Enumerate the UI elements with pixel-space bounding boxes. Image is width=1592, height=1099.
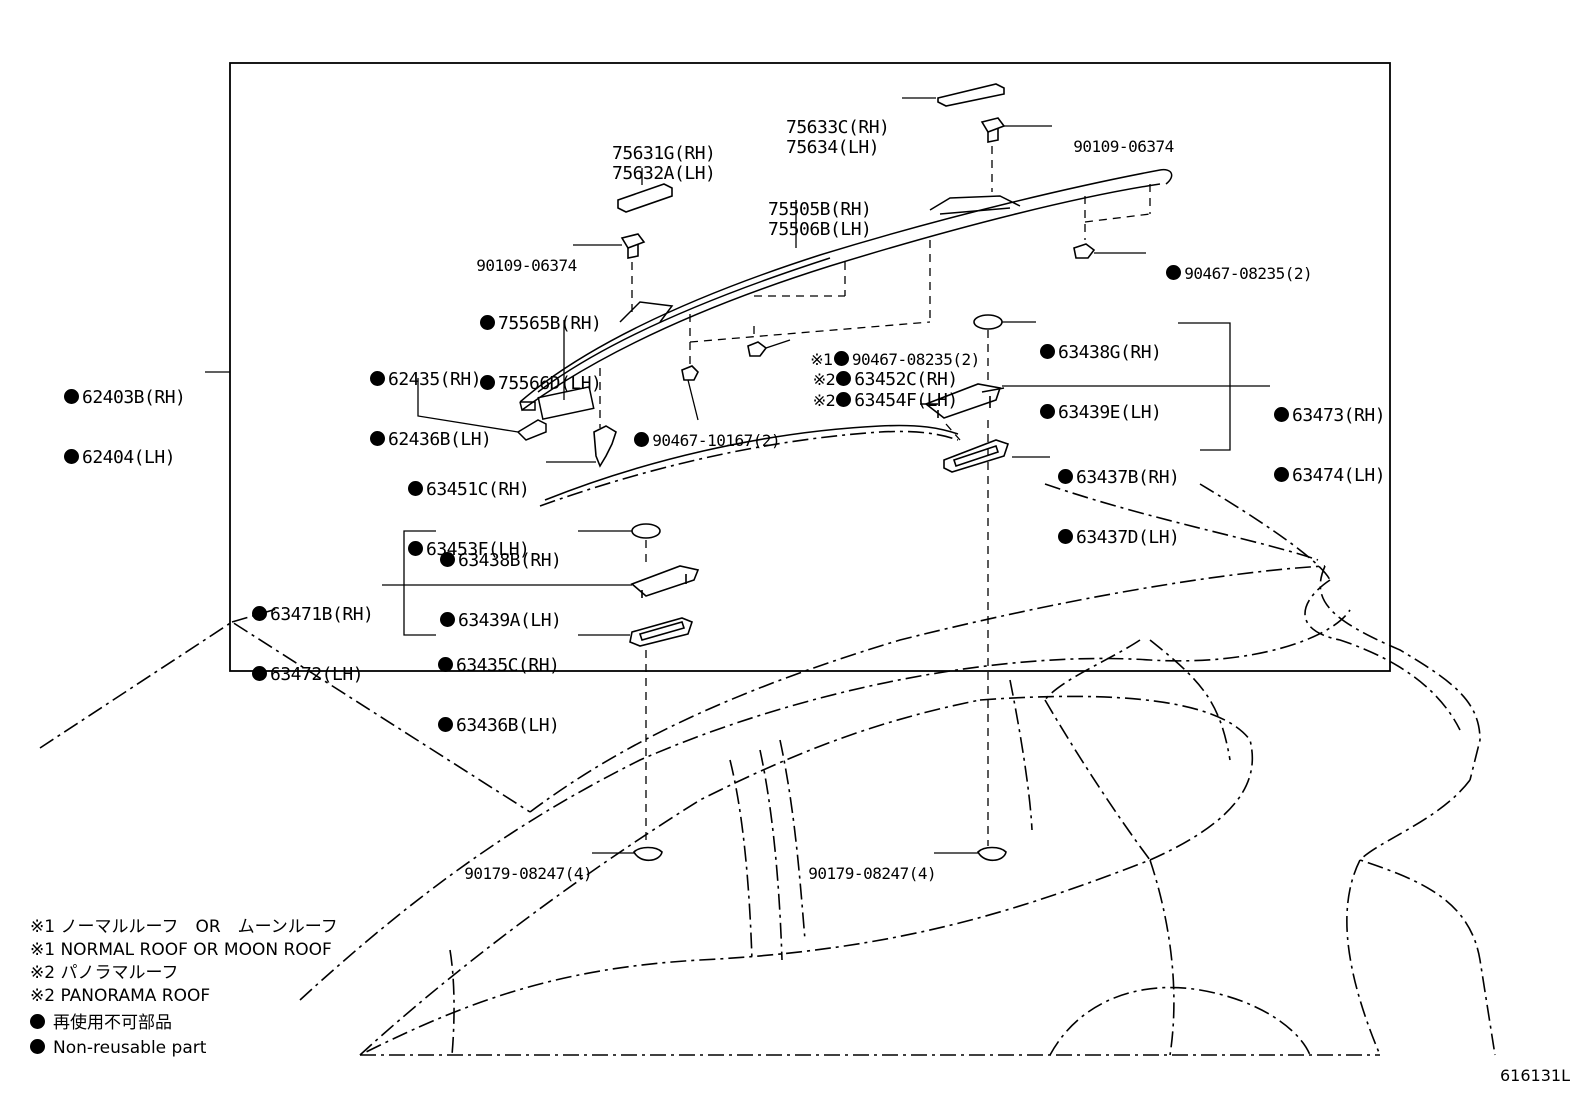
cover-75633-illustration [937, 83, 1005, 107]
assembly-dashed-lines [599, 146, 1151, 846]
non-reusable-dot [1058, 469, 1073, 484]
part-label-90179-left: 90179-08247(4) [464, 864, 593, 883]
part-label-90179-right: 90179-08247(4) [808, 864, 937, 883]
non-reusable-dot [1058, 529, 1073, 544]
non-reusable-dot [833, 351, 849, 366]
non-reusable-dot [440, 612, 455, 627]
non-reusable-dot [1040, 404, 1055, 419]
non-reusable-dot [480, 315, 495, 330]
non-reusable-dot [370, 371, 385, 386]
bezel-63435-illustration [629, 617, 693, 647]
non-reusable-dot [438, 717, 453, 732]
legend-dot-en: Non-reusable part [30, 1038, 206, 1058]
non-reusable-dot [836, 371, 852, 386]
part-label-62403: 62403B(RH) 62404(LH) [64, 348, 186, 488]
part-label-75505: 75505B(RH)75506B(LH) [768, 199, 872, 240]
non-reusable-dot [64, 389, 79, 404]
part-label-90109-left: 90109-06374 [476, 256, 577, 275]
non-reusable-dot [1274, 407, 1289, 422]
part-label-63437: 63437B(RH) 63437D(LH) [1058, 428, 1180, 568]
non-reusable-dot [30, 1014, 45, 1029]
leader-lines [205, 97, 1270, 854]
non-reusable-dot [370, 431, 385, 446]
illustration-reference-number: 616131L [1500, 1066, 1570, 1085]
legend-kome2-jp: ※2 パノラマルーフ [30, 963, 179, 983]
cover-75631-illustration [617, 183, 673, 213]
clip-63451-illustration [593, 425, 617, 468]
non-reusable-dot [836, 392, 852, 407]
detail-frame [229, 62, 1391, 672]
part-label-63438g: 63438G(RH) 63439E(LH) [1040, 303, 1162, 443]
base-63473-illustration [920, 383, 1005, 419]
legend-kome1-en: ※1 NORMAL ROOF OR MOON ROOF [30, 940, 332, 960]
legend-dot-jp: 再使用不可部品 [30, 1013, 172, 1033]
bezel-63437-illustration [943, 439, 1010, 473]
part-label-75565: 75565B(RH) 75566D(LH) [480, 274, 602, 414]
part-label-75631: 75631G(RH)75632A(LH) [612, 143, 716, 184]
non-reusable-dot [634, 432, 650, 447]
part-label-63435: 63435C(RH) 63436B(LH) [438, 616, 560, 756]
nut-illustrations [633, 243, 1096, 862]
part-label-75633: 75633C(RH)75634(LH) [786, 117, 890, 158]
non-reusable-dot [252, 666, 267, 681]
part-label-63438b: 63438B(RH) 63439A(LH) [440, 511, 562, 651]
non-reusable-dot [252, 606, 267, 621]
vehicle-body-outline [39, 483, 1496, 1056]
base-63471-illustration [630, 565, 700, 598]
non-reusable-dot [1166, 265, 1182, 280]
legend-kome1-jp: ※1 ノーマルルーフ OR ムーンルーフ [30, 917, 338, 937]
non-reusable-dot [1040, 344, 1055, 359]
non-reusable-dot [408, 481, 423, 496]
non-reusable-dot [480, 375, 495, 390]
part-label-62435: 62435(RH) 62436B(LH) [370, 330, 492, 470]
part-label-63471: 63471B(RH) 63472(LH) [252, 565, 374, 705]
pad-63438g-illustration [973, 314, 1003, 330]
non-reusable-dot [408, 541, 423, 556]
part-label-63473: 63473(RH) 63474(LH) [1274, 366, 1386, 506]
legend-kome2-en: ※2 PANORAMA ROOF [30, 986, 211, 1006]
part-label-90467-right: 90467-08235(2) [1148, 244, 1313, 284]
part-label-90467-10167: 90467-10167(2) [616, 411, 781, 451]
part-label-90109-top: 90109-06374 [1073, 137, 1174, 156]
non-reusable-dot [30, 1039, 45, 1054]
pad-63438b-illustration [631, 523, 661, 539]
non-reusable-dot [1274, 467, 1289, 482]
non-reusable-dot [440, 552, 455, 567]
non-reusable-dot [64, 449, 79, 464]
non-reusable-dot [438, 657, 453, 672]
